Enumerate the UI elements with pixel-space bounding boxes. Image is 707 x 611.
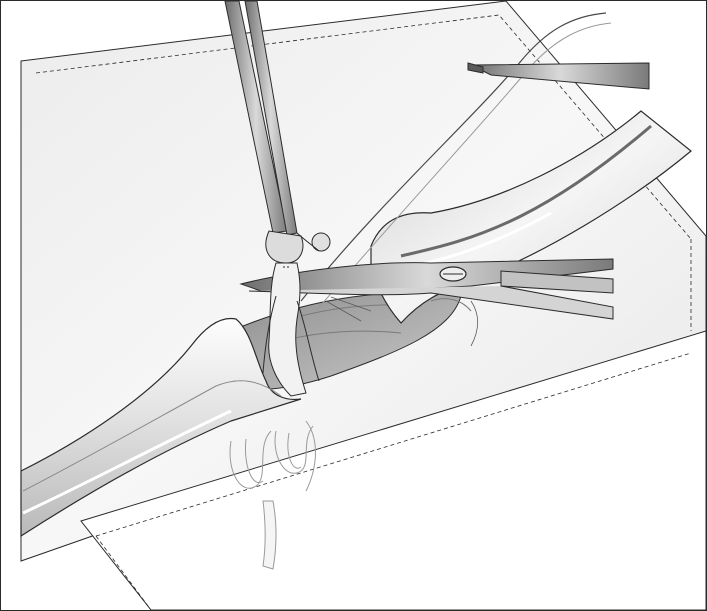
bowel-loops: [229, 420, 316, 570]
retractor-left: [20, 317, 302, 538]
ligated-vessel: [262, 262, 320, 397]
tissue-strands: [325, 296, 479, 347]
suture-line: [300, 12, 612, 312]
forceps-tip-instrument: [467, 62, 650, 90]
drape-lower: [80, 239, 706, 610]
hemostat-clamp: [224, 1, 331, 264]
